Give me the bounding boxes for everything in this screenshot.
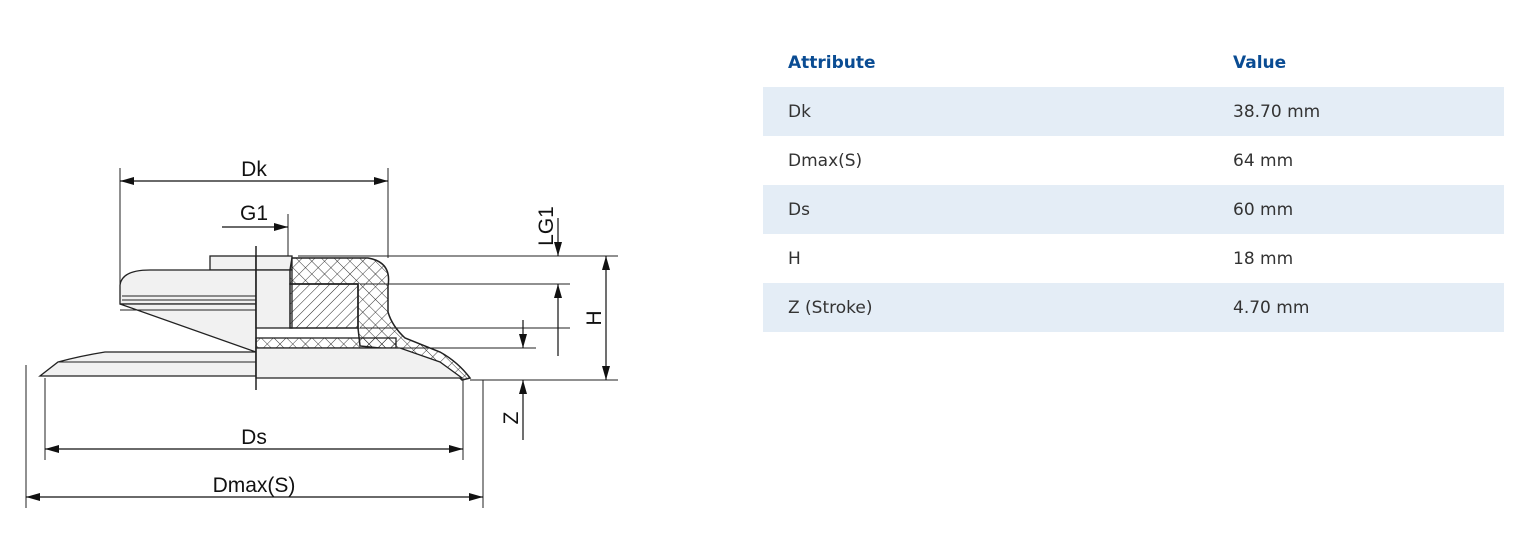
body-detail-lines	[58, 295, 256, 363]
ds-label: Ds	[241, 426, 267, 449]
value-cell: 38.70 mm	[1208, 87, 1504, 136]
table-header-row: Attribute Value	[763, 38, 1504, 87]
table-row: Ds 60 mm	[763, 185, 1504, 234]
attribute-table: Attribute Value Dk 38.70 mm Dmax(S) 64 m…	[763, 38, 1504, 332]
attribute-cell: Ds	[763, 185, 1208, 234]
dmax-label: Dmax(S)	[213, 474, 296, 497]
value-cell: 4.70 mm	[1208, 283, 1504, 332]
table-row: Dk 38.70 mm	[763, 87, 1504, 136]
z-label: Z	[500, 411, 523, 424]
value-cell: 18 mm	[1233, 248, 1294, 269]
table-row: Dmax(S) 64 mm	[763, 136, 1504, 185]
g1-label: G1	[240, 202, 268, 225]
attribute-cell: Dmax(S)	[788, 150, 863, 171]
value-cell: 60 mm	[1208, 185, 1504, 234]
suction-cup-body	[38, 255, 257, 377]
technical-drawing-svg: Dk G1 LG1 H Z Ds Dmax(S)	[25, 158, 618, 508]
attribute-cell: Dk	[763, 87, 1208, 136]
lg1-label: LG1	[535, 206, 558, 246]
suction-cup-drawing: Dk G1 LG1 H Z Ds Dmax(S)	[0, 0, 700, 541]
attribute-cell: H	[788, 248, 801, 269]
value-column-header: Value	[1233, 52, 1287, 73]
value-cell: 64 mm	[1233, 150, 1294, 171]
attribute-cell: Z (Stroke)	[763, 283, 1208, 332]
dimension-lines	[26, 177, 610, 501]
extension-lines	[25, 168, 618, 508]
dk-label: Dk	[241, 158, 267, 181]
table-row: H 18 mm	[763, 234, 1504, 283]
cross-section	[255, 255, 472, 381]
h-label: H	[583, 310, 606, 325]
table-row: Z (Stroke) 4.70 mm	[763, 283, 1504, 332]
attribute-column-header: Attribute	[788, 52, 876, 73]
